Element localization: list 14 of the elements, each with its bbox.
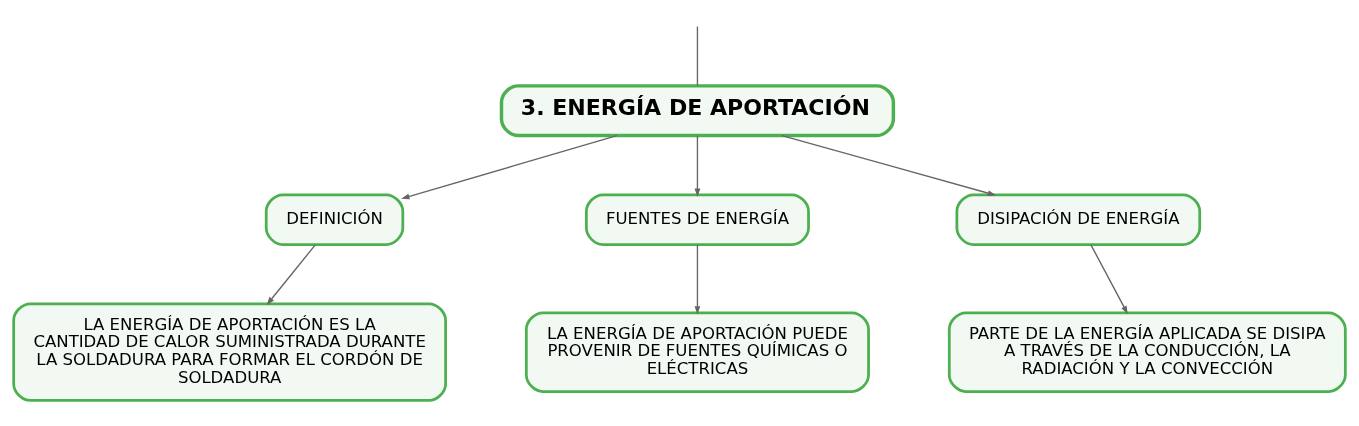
node-box: DISIPACIÓN DE ENERGÍA <box>955 193 1202 246</box>
arrow <box>694 134 701 197</box>
node-box: FUENTES DE ENERGÍA <box>584 193 810 246</box>
arrow <box>266 244 316 306</box>
node-box: LA ENERGÍA DE APORTACIÓN PUEDE PROVENIR DE FUENTES QUÍMICAS O ELÉCTRICAS <box>524 311 870 393</box>
arrow <box>1090 244 1128 315</box>
arrow <box>781 134 997 196</box>
node-box: LA ENERGÍA DE APORTACIÓN ES LA CANTIDAD DE CALOR SUMINISTRADA DURANTE LA SOLDADURA PARA FORMAR EL CORDÓN DE SOLDADURA <box>12 302 447 402</box>
arrow <box>694 244 701 315</box>
arrow <box>401 134 618 200</box>
node-box: 3. ENERGÍA DE APORTACIÓN <box>499 84 896 138</box>
node-box: PARTE DE LA ENERGÍA APLICADA SE DISIPA A TRAVÉS DE LA CONDUCCIÓN, LA RADIACIÓN Y LA CONVECCIÓN <box>947 311 1347 393</box>
node-box: DEFINICIÓN <box>264 193 405 246</box>
connector <box>696 25 699 87</box>
